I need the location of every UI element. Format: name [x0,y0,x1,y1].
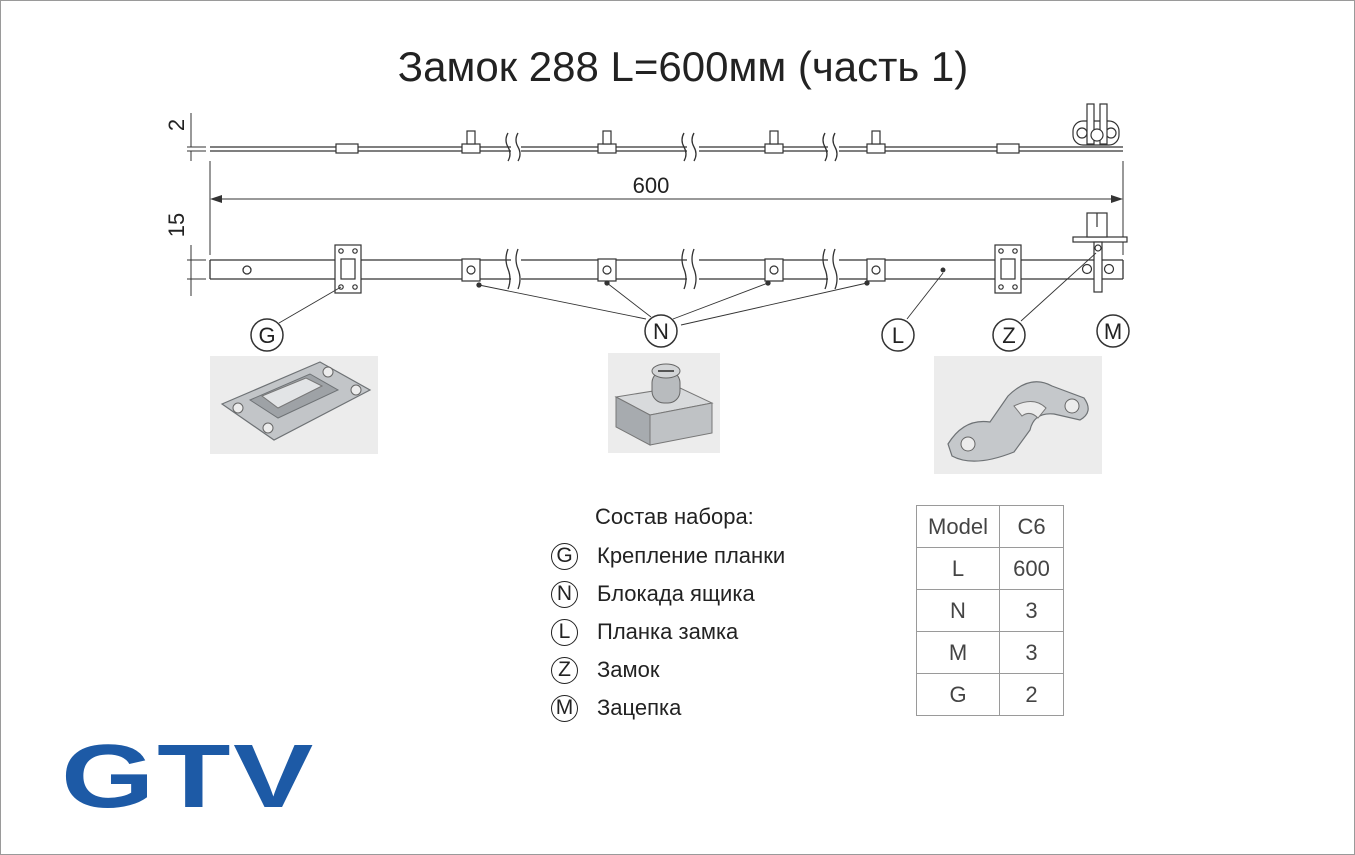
spec-key: N [916,589,1000,632]
spec-row: L 600 [916,547,1064,590]
spec-value: 2 [999,673,1064,716]
g-bracket-image [220,361,372,441]
drawing-title: Замок 288 L=600мм (часть 1) [398,43,969,90]
legend-item: N Блокада ящика [551,575,881,613]
photo-z-lock [934,356,1102,474]
spec-key: G [916,673,1000,716]
spec-header-row: Model C6 [916,505,1064,548]
legend-code: G [551,542,578,570]
spec-header-value: C6 [999,505,1064,548]
spec-key: M [916,631,1000,674]
spec-value: 3 [999,589,1064,632]
spec-value: 3 [999,631,1064,674]
front-view-lock [1072,212,1128,293]
spec-value: 600 [999,547,1064,590]
svg-text:Z: Z [1002,323,1015,348]
legend-heading: Состав набора: [595,504,754,529]
legend-code: M [551,694,578,722]
svg-text:M: M [1104,319,1122,344]
spec-key: L [916,547,1000,590]
spec-table: Model C6 L 600 N 3 M 3 G 2 [916,505,1064,716]
top-view-lock [1072,103,1120,146]
thickness-label: 2 [164,119,189,131]
gtv-logo: GTV [61,739,316,811]
height-label: 15 [164,213,189,237]
height-dimension [187,245,206,296]
legend-label: Планка замка [597,619,739,644]
thickness-dimension [187,113,206,161]
callout-g: G [250,318,284,352]
legend-label: Крепление планки [597,543,786,568]
photo-n-block [608,353,720,453]
callout-n: N [644,314,678,348]
n-block-image [614,363,714,446]
legend-label: Зацепка [597,695,682,720]
legend-item: G Крепление планки [551,537,881,575]
leader-lines [278,252,1097,326]
callout-m: M [1096,314,1130,348]
callout-l: L [881,318,915,352]
spec-row: G 2 [916,673,1064,716]
legend-code: N [551,580,578,608]
spec-row: N 3 [916,589,1064,632]
svg-text:N: N [653,319,669,344]
callout-z: Z [992,318,1026,352]
svg-text:G: G [258,323,275,348]
front-view-g-brackets [334,244,1022,294]
z-lock-image [947,381,1089,462]
legend-code: Z [551,656,578,684]
legend-label: Блокада ящика [597,581,755,606]
photo-g-bracket [210,356,378,454]
legend-code: L [551,618,578,646]
spec-header-key: Model [916,505,1000,548]
top-view-blocks [335,130,1020,154]
legend-label: Замок [597,657,660,682]
legend-item: L Планка замка [551,613,881,651]
legend-item: M Зацепка [551,689,881,727]
length-label: 600 [633,173,670,198]
spec-row: M 3 [916,631,1064,674]
front-view-n-blocks [461,258,886,282]
svg-text:L: L [892,323,904,348]
logo-text: GTV [61,739,316,811]
legend-item: Z Замок [551,651,881,689]
kit-legend: Состав набора: G Крепление планки N Блок… [551,503,881,727]
